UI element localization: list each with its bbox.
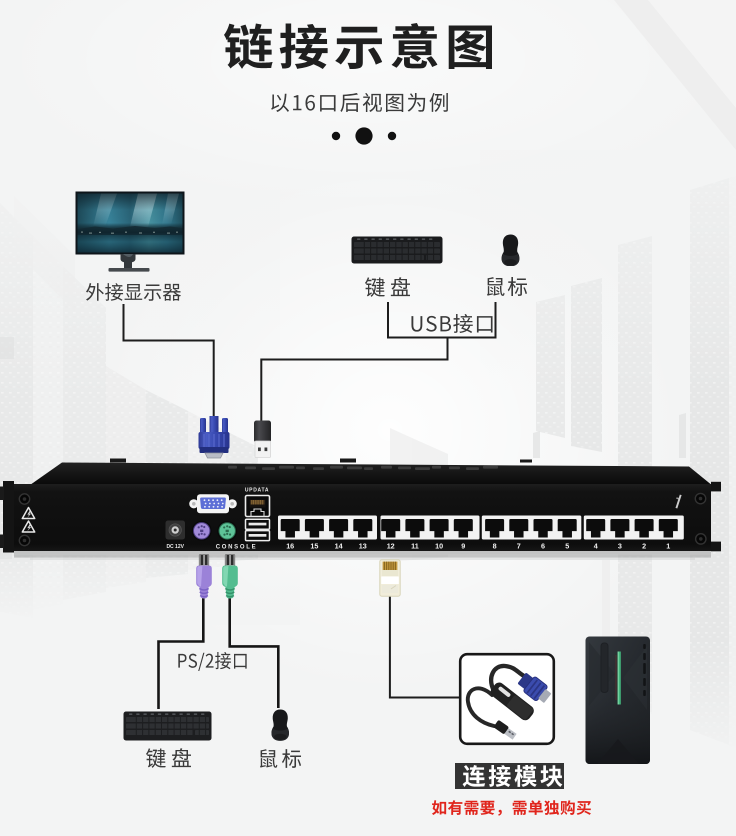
svg-text:5: 5 bbox=[565, 541, 569, 550]
svg-text:DC 12V: DC 12V bbox=[166, 544, 184, 550]
svg-text:2: 2 bbox=[642, 541, 646, 550]
svg-text:16: 16 bbox=[286, 541, 294, 550]
svg-text:12: 12 bbox=[387, 541, 395, 550]
svg-text:15: 15 bbox=[310, 541, 318, 550]
svg-text:6: 6 bbox=[541, 541, 545, 550]
svg-text:UPDATA: UPDATA bbox=[245, 488, 269, 494]
svg-text:10: 10 bbox=[435, 541, 443, 550]
svg-text:CONSOLE: CONSOLE bbox=[216, 544, 258, 550]
svg-text:9: 9 bbox=[461, 541, 465, 550]
svg-text:11: 11 bbox=[411, 541, 419, 550]
svg-text:1: 1 bbox=[666, 541, 670, 550]
svg-text:7: 7 bbox=[517, 541, 521, 550]
svg-text:8: 8 bbox=[493, 541, 497, 550]
svg-text:14: 14 bbox=[335, 541, 343, 550]
svg-text:3: 3 bbox=[618, 541, 622, 550]
svg-text:13: 13 bbox=[359, 541, 367, 550]
svg-text:4: 4 bbox=[594, 541, 598, 550]
